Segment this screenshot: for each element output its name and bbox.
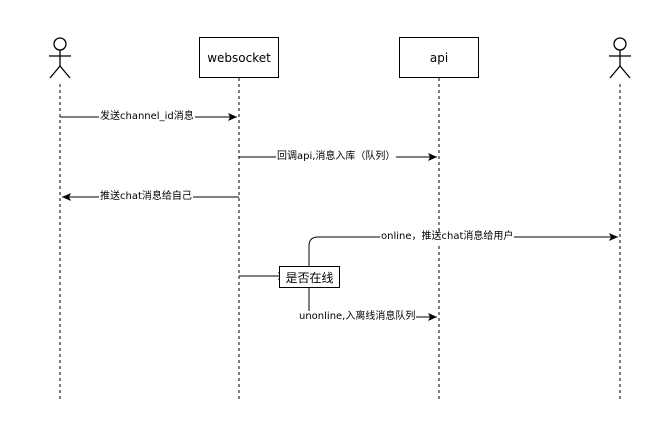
message-label-send-channel-id: 发送channel_id消息 <box>99 111 195 123</box>
message-label-callback-api: 回调api,消息入库（队列） <box>276 151 397 163</box>
participant-api-label: api <box>429 50 449 65</box>
decision-box: 是否在线 <box>279 266 340 288</box>
actor-left-icon <box>49 37 71 79</box>
participant-websocket: websocket <box>199 37 279 78</box>
message-label-push-self: 推送chat消息给自己 <box>99 191 193 203</box>
message-label-unonline-queue: unonline,入离线消息队列 <box>298 311 417 323</box>
decision-label: 是否在线 <box>285 270 334 285</box>
actor-right-icon <box>609 37 631 79</box>
participant-websocket-label: websocket <box>207 50 271 65</box>
arrow-online-push <box>308 233 618 266</box>
message-label-online-push: online，推送chat消息给用户 <box>380 231 515 243</box>
participant-api: api <box>399 37 479 78</box>
